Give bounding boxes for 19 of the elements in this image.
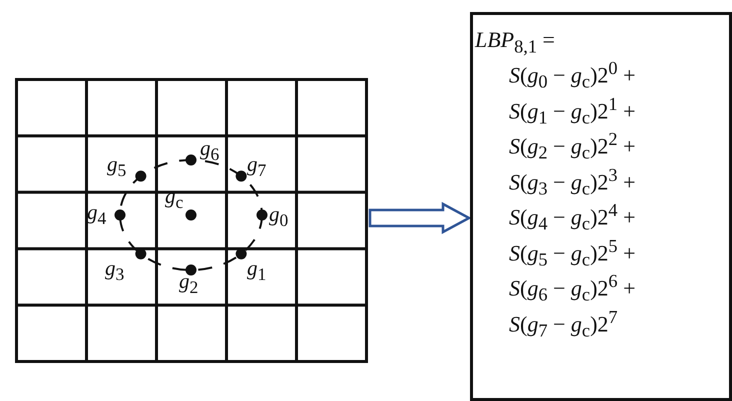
formula-box xyxy=(470,12,732,401)
formula-term: S(g$_{2}$ − g$_{c}$)2$^{2}$ + xyxy=(509,130,636,162)
formula-term: S(g$_{6}$ − g$_{c}$)2$^{6}$ + xyxy=(509,272,636,304)
formula-term: S(g$_{7}$ − g$_{c}$)2$^{7}$ xyxy=(509,308,618,340)
point-label: g$_{2}$ xyxy=(179,271,198,297)
block-arrow xyxy=(368,202,472,234)
formula-term: S(g$_{0}$ − g$_{c}$)2$^{0}$ + xyxy=(509,59,636,92)
formula-term: S(g$_{5}$ − g$_{c}$)2$^{5}$ + xyxy=(509,236,636,269)
point-label: g$_{3}$ xyxy=(105,258,124,284)
point-label: g$_{1}$ xyxy=(247,258,266,284)
formula-term: S(g$_{1}$ − g$_{c}$)2$^{1}$ + xyxy=(509,94,636,127)
formula-term: S(g$_{4}$ − g$_{c}$)2$^{4}$ + xyxy=(509,201,636,234)
point-label: g$_{7}$ xyxy=(247,154,266,180)
formula-heading: LBP$_{8,1}$ = xyxy=(475,29,555,56)
point-label: g$_{5}$ xyxy=(107,154,126,180)
point-label: g$_{0}$ xyxy=(269,204,288,230)
point-label: g$_{6}$ xyxy=(200,138,220,164)
formula-term: S(g$_{3}$ − g$_{c}$)2$^{3}$ + xyxy=(509,166,636,198)
point-label: g$_{c}$ xyxy=(165,186,184,212)
